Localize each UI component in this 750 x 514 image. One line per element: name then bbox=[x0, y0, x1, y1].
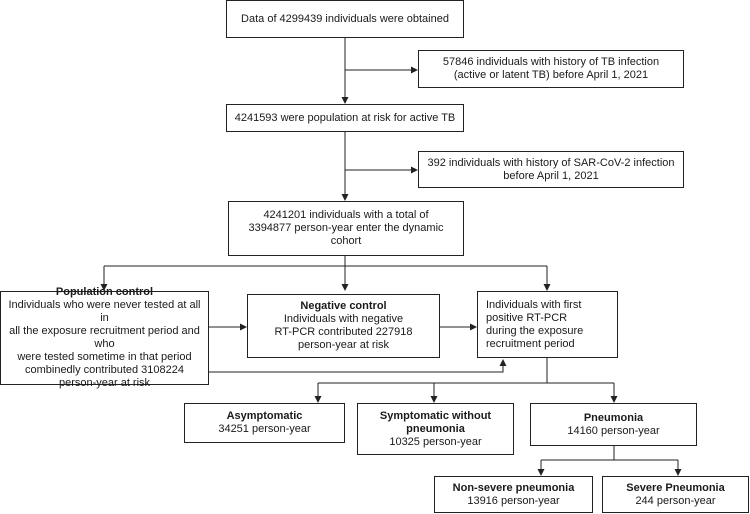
box-asymptomatic: Asymptomatic 34251 person-year bbox=[184, 403, 345, 443]
box-symptomatic: Symptomatic without pneumonia 10325 pers… bbox=[357, 403, 514, 455]
box-population-control: Population control Individuals who were … bbox=[0, 286, 209, 389]
box-nonsevere-pneumonia: Non-severe pneumonia 13916 person-year bbox=[434, 476, 593, 513]
cohort-line1: 4241201 individuals with a total of bbox=[263, 209, 429, 221]
severe-value: 244 person-year bbox=[635, 494, 716, 507]
population-control-line5: person-year at risk bbox=[58, 377, 151, 389]
severe-title: Severe Pneumonia bbox=[626, 481, 725, 494]
box-first-positive: Individuals with first positive RT-PCR d… bbox=[477, 291, 618, 358]
box-data-obtained: Data of 4299439 individuals were obtaine… bbox=[226, 0, 464, 38]
first-positive-line3: during the exposure bbox=[486, 324, 584, 337]
box-tb-history: 57846 individuals with history of TB inf… bbox=[418, 50, 684, 88]
population-control-line4: combinedly contributed 3108224 bbox=[24, 364, 184, 376]
box-negative-control: Negative control Individuals with negati… bbox=[247, 294, 440, 358]
nonsevere-title: Non-severe pneumonia bbox=[452, 481, 575, 494]
population-control-line2: all the exposure recruitment period and … bbox=[9, 325, 200, 350]
asymptomatic-title: Asymptomatic bbox=[226, 410, 303, 422]
box-sars-history: 392 individuals with history of SAR-CoV-… bbox=[418, 151, 684, 188]
first-positive-line4: recruitment period bbox=[486, 337, 575, 350]
cohort-line2: 3394877 person-year enter the dynamic co… bbox=[248, 222, 444, 247]
negative-control-title: Negative control bbox=[300, 300, 387, 312]
nonsevere-value: 13916 person-year bbox=[467, 494, 560, 507]
negative-control-line3: person-year at risk bbox=[297, 339, 390, 351]
arrow-pop-return bbox=[208, 359, 507, 373]
population-control-line1: Individuals who were never tested at all… bbox=[8, 299, 201, 324]
symptomatic-value: 10325 person-year bbox=[389, 435, 482, 448]
symptomatic-title-line1: Symptomatic without bbox=[379, 409, 492, 422]
first-positive-line2: positive RT-PCR bbox=[486, 311, 568, 324]
box-severe-pneumonia: Severe Pneumonia 244 person-year bbox=[602, 476, 749, 513]
negative-control-line1: Individuals with negative bbox=[283, 313, 404, 325]
pneumonia-title: Pneumonia bbox=[583, 411, 644, 424]
box-at-risk: 4241593 were population at risk for acti… bbox=[226, 104, 464, 132]
sars-history-line2: before April 1, 2021 bbox=[503, 169, 599, 182]
first-positive-line1: Individuals with first bbox=[486, 298, 582, 311]
population-control-line3: were tested sometime in that period bbox=[17, 351, 192, 363]
box-pneumonia: Pneumonia 14160 person-year bbox=[530, 403, 697, 446]
tb-history-line1: 57846 individuals with history of TB inf… bbox=[442, 56, 660, 68]
pneumonia-value: 14160 person-year bbox=[567, 424, 660, 437]
tb-history-line2: (active or latent TB) before April 1, 20… bbox=[453, 69, 649, 81]
symptomatic-title-line2: pneumonia bbox=[406, 422, 465, 435]
box-cohort: 4241201 individuals with a total of 3394… bbox=[228, 201, 464, 256]
at-risk-text: 4241593 were population at risk for acti… bbox=[234, 111, 456, 124]
data-obtained-text: Data of 4299439 individuals were obtaine… bbox=[241, 12, 449, 25]
asymptomatic-value: 34251 person-year bbox=[218, 423, 311, 435]
sars-history-line1: 392 individuals with history of SAR-CoV-… bbox=[427, 156, 675, 169]
negative-control-line2: RT-PCR contributed 227918 bbox=[274, 326, 413, 338]
population-control-title: Population control bbox=[55, 286, 154, 298]
